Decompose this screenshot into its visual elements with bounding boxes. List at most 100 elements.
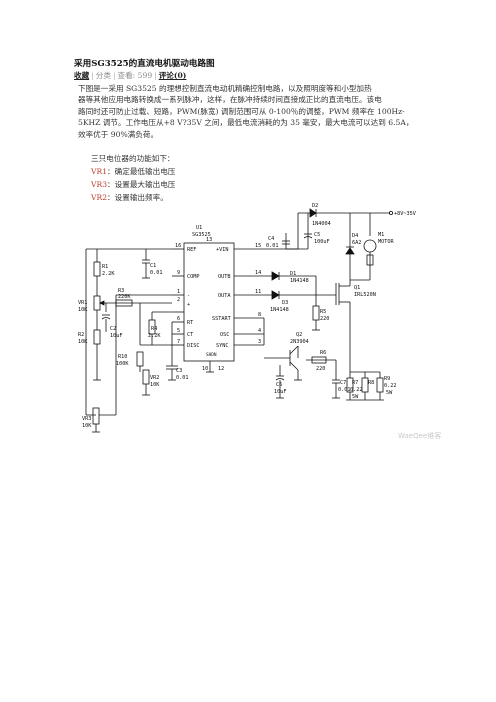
vr2-value: 10K <box>150 382 160 388</box>
c1-value: 0.01 <box>150 270 163 276</box>
pin-number: 5 <box>177 328 180 334</box>
d3-part: 1N4148 <box>270 307 289 313</box>
pin-number: 9 <box>177 270 180 276</box>
c3-value: 0.01 <box>176 375 189 381</box>
r8-label: R8 <box>368 380 374 386</box>
osc-pin: OSC <box>220 332 229 338</box>
r4-label: R4 <box>151 326 157 332</box>
paragraph-line: 下图是一采用 SG3525 的理想控制直流电动机精确控制电路，以及照明度等和小型… <box>78 84 372 93</box>
ct-pin: CT <box>187 332 193 338</box>
r10-value: 100K <box>116 361 129 367</box>
c5-label: C5 <box>314 232 320 238</box>
c1-label: C1 <box>150 263 156 269</box>
c5-value: 100uF <box>314 239 330 245</box>
q1-part: IRL520N <box>354 292 376 298</box>
r2-label: R2 <box>78 332 84 338</box>
vin-label: +8V~35V <box>394 211 416 217</box>
c7-value: 0.01 <box>338 387 351 393</box>
r4-value: 2.2K <box>148 333 161 339</box>
m1-label: M1 <box>378 232 384 238</box>
vr-item: VR1：确定最低输出电压 <box>91 166 175 177</box>
vr-desc: ：确定最低输出电压 <box>107 167 176 176</box>
c6-label: C6 <box>276 382 282 388</box>
c4-label: C4 <box>268 236 274 242</box>
paragraph-line: 路同时还可防止过载、短路，PWM(脉宽) 调制范围可从 0-100％的调整，PW… <box>78 106 405 116</box>
r7-label: R7 <box>352 380 358 386</box>
vr1-label: VR1 <box>78 300 87 306</box>
sync-pin: SYNC <box>216 343 229 349</box>
vin-pin: +VIN <box>216 247 229 253</box>
vr-name: VR3 <box>91 180 108 189</box>
ref-pin: REF <box>187 247 196 253</box>
r9-watt: 5W <box>386 390 393 396</box>
c2-value: 10uF <box>110 333 123 339</box>
u1-label: U1 <box>196 225 202 231</box>
c7-label: C7 <box>340 380 346 386</box>
r9-label: R9 <box>384 376 390 382</box>
r3-label: R3 <box>118 288 124 294</box>
r6-value: 220 <box>316 366 325 372</box>
d3-label: D3 <box>282 300 288 306</box>
vr3-value: 10K <box>82 423 92 429</box>
pin-number: 16 <box>175 243 181 249</box>
r1-value: 2.2K <box>102 271 115 277</box>
minus-pin: - <box>187 293 190 299</box>
r5-value: 220 <box>320 316 329 322</box>
d4-label: D4 <box>352 233 358 239</box>
pin-number: 15 <box>255 243 261 249</box>
m1-name: MOTOR <box>378 239 394 245</box>
outa-pin: OUTA <box>218 293 231 299</box>
c3-label: C3 <box>176 368 182 374</box>
vr-desc: ：设置最大输出电压 <box>107 180 176 189</box>
favorite-link[interactable]: 收藏 <box>74 71 90 80</box>
watermark: WaeQee维客 <box>398 432 442 440</box>
r5-label: R5 <box>320 309 326 315</box>
vr-desc: ：设置输出频率。 <box>107 193 168 202</box>
views-label: 查看: 599 <box>117 71 153 80</box>
vr2-label: VR2 <box>150 375 159 381</box>
r2-value: 10K <box>78 339 88 345</box>
u1-part: SG3525 <box>192 232 211 238</box>
r6-label: R6 <box>320 350 326 356</box>
pin-number: 12 <box>218 366 224 372</box>
r10-label: R10 <box>118 354 127 360</box>
vr-name: VR1 <box>91 167 108 176</box>
pin-number: 7 <box>177 339 180 345</box>
paragraph-line: 5KHZ 调节。工作电压从+8 V?35V 之间，最低电流消耗的为 35 毫安，… <box>78 118 414 128</box>
vr3-label: VR3 <box>82 416 91 422</box>
pin-number: 10 <box>202 366 208 372</box>
paragraph-line: 效率优于 90%满负荷。 <box>78 129 159 139</box>
c4-value: 0.01 <box>266 243 279 249</box>
vr1-value: 10K <box>78 307 88 313</box>
pin-number: 4 <box>258 328 261 334</box>
pin-number: 6 <box>177 316 180 322</box>
vr-item: VR2：设置输出频率。 <box>91 192 168 203</box>
vr-name: VR2 <box>91 193 108 202</box>
pin-number: 3 <box>258 339 261 345</box>
c2-label: C2 <box>110 326 116 332</box>
pin-number: 2 <box>177 297 180 303</box>
r1-label: R1 <box>102 264 108 270</box>
d2-label: D2 <box>312 203 318 209</box>
pin-number: 8 <box>258 312 261 318</box>
comments-link[interactable]: 评论(0) <box>158 71 187 80</box>
r3-value: 220K <box>118 294 131 300</box>
article-title: 采用SG3525的直流电机驱动电路图 <box>74 59 215 69</box>
q2-label: Q2 <box>296 332 302 338</box>
q1-label: Q1 <box>354 285 360 291</box>
rt-pin: RT <box>187 320 193 326</box>
article-meta: 收藏|分类|查看: 599|评论(0) <box>74 71 187 80</box>
vr-item: VR3：设置最大输出电压 <box>91 179 175 190</box>
pin-number: 11 <box>255 289 261 295</box>
shdn-pin: SHDN <box>206 352 217 358</box>
d4-value: 6A2 <box>352 240 361 246</box>
paragraph-line: 器等其他应用电路转换成一系列脉冲，这样，在脉冲持续时间直接成正比的直流电压。该电 <box>78 95 382 105</box>
d2-part: 1N4004 <box>312 221 331 227</box>
d1-label: D1 <box>290 271 296 277</box>
pin-number: 14 <box>255 270 261 276</box>
disc-pin: DISC <box>187 343 200 349</box>
outb-pin: OUTB <box>218 274 231 280</box>
q2-part: 2N3904 <box>290 339 309 345</box>
category-label: 分类 <box>95 71 111 80</box>
